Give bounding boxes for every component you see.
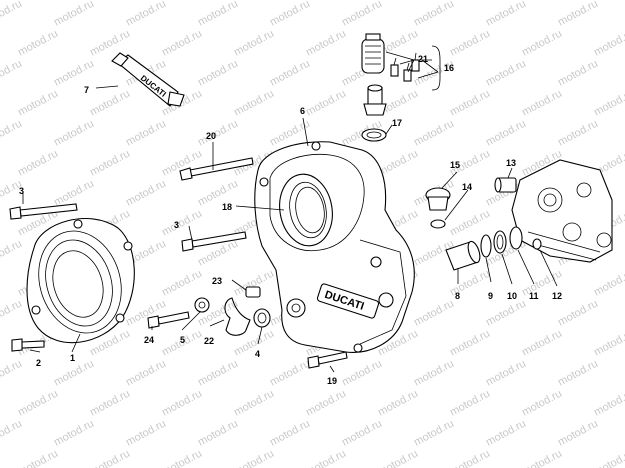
- washer-5: [194, 297, 210, 313]
- bolt-3-lower: [181, 231, 247, 252]
- label-7: 7: [84, 85, 89, 95]
- label-13: 13: [506, 158, 516, 168]
- bush-13: [494, 177, 517, 193]
- label-10: 10: [507, 291, 517, 301]
- label-2: 2: [36, 358, 41, 368]
- label-17: 17: [392, 118, 402, 128]
- long-bolt-20: [179, 157, 254, 181]
- label-12: 12: [552, 291, 562, 301]
- bolt-3-upper: [9, 203, 78, 220]
- brush-clips: [390, 52, 420, 82]
- label-18: 18: [222, 202, 232, 212]
- washer-9: [480, 234, 492, 258]
- oil-seal-18: [279, 173, 333, 247]
- label-14: 14: [462, 182, 472, 192]
- label-4: 4: [255, 349, 260, 359]
- breather-boot: [361, 33, 385, 74]
- engine-case-fragment: [511, 159, 613, 263]
- dowel-23: [245, 286, 261, 298]
- ring-10: [493, 230, 507, 254]
- label-16: 16: [444, 63, 454, 73]
- label-15: 15: [450, 160, 460, 170]
- label-9: 9: [488, 291, 493, 301]
- bolt-2: [11, 338, 45, 352]
- label-21: 21: [418, 54, 428, 64]
- washer-4: [253, 308, 271, 328]
- label-3-lower: 3: [174, 220, 179, 230]
- o-ring-17: [361, 128, 387, 142]
- screw-19: [307, 351, 348, 369]
- main-cover: DUCATI: [254, 141, 415, 353]
- label-23: 23: [212, 276, 222, 286]
- clutch-cover: [26, 218, 135, 344]
- o-ring-12: [532, 238, 542, 250]
- leader-lines: [22, 45, 558, 373]
- o-ring-14: [430, 219, 446, 229]
- label-22: 22: [204, 336, 214, 346]
- filler-cap: [425, 187, 451, 211]
- label-19: 19: [327, 376, 337, 386]
- label-3-upper: 3: [19, 186, 24, 196]
- pipe-22: [224, 297, 251, 336]
- label-1: 1: [70, 353, 75, 363]
- breather-valve: [363, 84, 387, 116]
- sleeve-8: [445, 240, 481, 271]
- label-20: 20: [206, 131, 216, 141]
- label-11: 11: [529, 291, 539, 301]
- label-8: 8: [455, 291, 460, 301]
- circlip-11: [509, 226, 523, 250]
- reference-numbers: 1 2 3 3 4 5 6 7 8 9 10 11 12 13 14 15 16…: [19, 54, 562, 386]
- screw-24: [147, 311, 190, 329]
- label-5: 5: [180, 335, 185, 345]
- label-6: 6: [300, 106, 305, 116]
- sealant-tube: DUCATI: [111, 52, 185, 107]
- label-24: 24: [144, 335, 154, 345]
